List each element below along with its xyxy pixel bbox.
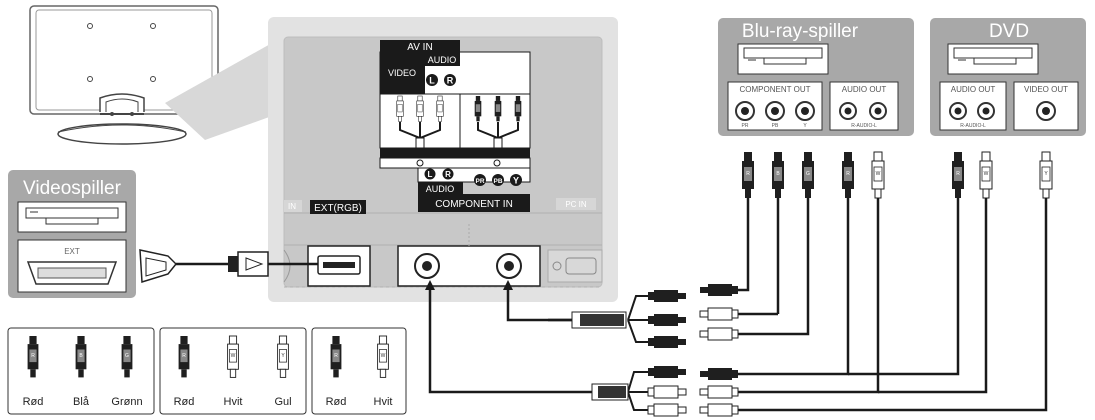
component-in-label: COMPONENT IN xyxy=(435,199,513,210)
bluray-pr-label: PR xyxy=(742,123,749,129)
av-in-label: AV IN xyxy=(407,42,432,53)
bluray-audio-out: AUDIO OUT xyxy=(842,85,887,94)
dvd-audio-lr: R-AUDIO-L xyxy=(960,123,986,129)
bluray-y-label: Y xyxy=(803,123,807,129)
svg-text:R: R xyxy=(956,171,960,177)
bluray-pb-label: PB xyxy=(772,123,779,129)
dvd-audio-out: AUDIO OUT xyxy=(951,85,996,94)
legend-3-hvit: Hvit xyxy=(374,396,393,408)
panel-r-bottom: R xyxy=(445,170,451,179)
legend-2-gul: Gul xyxy=(274,396,291,408)
svg-text:B: B xyxy=(776,171,780,177)
video-player-box xyxy=(8,170,136,298)
bluray-player-box xyxy=(718,18,914,136)
panel-y: Y xyxy=(513,176,519,186)
bluray-audio-lr: R-AUDIO-L xyxy=(851,123,877,129)
legend-1-rod: Rød xyxy=(23,396,44,408)
av-coupler xyxy=(591,366,739,417)
svg-text:Y: Y xyxy=(281,353,285,359)
svg-text:G: G xyxy=(806,171,810,177)
panel-audio-bottom: AUDIO xyxy=(426,184,455,194)
svg-text:R: R xyxy=(182,353,186,359)
device-plugs xyxy=(742,151,1053,212)
legend-3-rod: Rød xyxy=(326,396,347,408)
panel-audio-top: AUDIO xyxy=(428,55,457,65)
bluray-title: Blu-ray-spiller xyxy=(742,21,859,42)
legend-2-hvit: Hvit xyxy=(224,396,243,408)
panel-r-top: R xyxy=(447,76,454,86)
legend-1-bla: Blå xyxy=(73,396,90,408)
panel-l-top: L xyxy=(429,76,435,86)
scart-cable xyxy=(139,249,269,283)
panel-video-label: VIDEO xyxy=(388,68,416,78)
legend-2-rod: Rød xyxy=(174,396,195,408)
bluray-component-out: COMPONENT OUT xyxy=(740,85,811,94)
svg-text:R: R xyxy=(334,353,338,359)
dvd-video-out: VIDEO OUT xyxy=(1024,85,1068,94)
svg-text:W: W xyxy=(231,353,236,359)
svg-text:R: R xyxy=(31,353,35,359)
svg-text:G: G xyxy=(125,353,129,359)
panel-l-bottom: L xyxy=(428,170,433,179)
videospiller-title: Videospiller xyxy=(23,178,122,199)
plug-letters: R B G R W R W Y R B G R W Y R W xyxy=(31,171,1048,359)
pc-in-label: PC IN xyxy=(565,200,587,209)
svg-text:W: W xyxy=(984,171,989,177)
svg-text:B: B xyxy=(79,353,83,359)
tv-monitor xyxy=(29,5,219,145)
video-ext-label: EXT xyxy=(64,247,80,256)
svg-text:W: W xyxy=(876,171,881,177)
dvd-player-box xyxy=(930,18,1086,136)
svg-text:R: R xyxy=(746,171,750,177)
ext-rgb-label: EXT(RGB) xyxy=(314,203,362,214)
legend-1-gronn: Grønn xyxy=(111,396,142,408)
panel-pr: PR xyxy=(475,178,484,185)
legend xyxy=(7,327,407,415)
tv-back-panel xyxy=(268,17,618,302)
svg-text:W: W xyxy=(381,353,386,359)
panel-in-label: IN xyxy=(288,202,296,211)
panel-pb: PB xyxy=(493,178,502,185)
component-coupler xyxy=(548,284,739,348)
svg-text:R: R xyxy=(846,171,850,177)
dvd-title: DVD xyxy=(989,21,1029,42)
svg-text:Y: Y xyxy=(1044,171,1048,177)
